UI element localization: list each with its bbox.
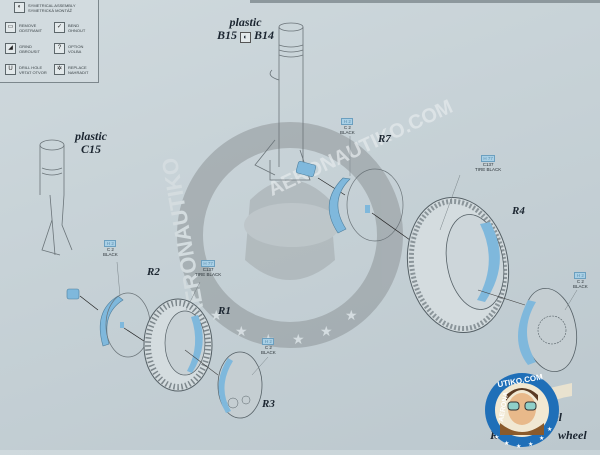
r1-tire	[143, 298, 213, 392]
caption-wheel-2: R	[490, 428, 499, 442]
sheet-top-edge	[250, 0, 600, 3]
part-label-r1: R1	[218, 305, 231, 317]
symmetry-icon: ◐	[240, 32, 252, 43]
svg-text:★: ★	[292, 333, 305, 348]
svg-text:★: ★	[320, 325, 333, 340]
paint-callout-r4: H 77 C137 TIRE BLACK	[475, 155, 502, 172]
svg-text:★: ★	[345, 309, 358, 324]
paint-callout-r3: H 2 C 2 BLACK	[261, 338, 276, 355]
part-label-c15: plastic C15	[75, 129, 107, 156]
part-label-b15-b14: plastic B15 ◐ B14	[217, 15, 275, 43]
part-label-r7: R7	[378, 133, 391, 145]
part-label-r4: R4	[512, 205, 525, 217]
part-label-r3: R3	[262, 398, 275, 410]
r4-hub	[518, 287, 578, 373]
paint-callout-r4-hub: H 2 C 2 BLACK	[573, 272, 588, 289]
svg-text:★: ★	[539, 435, 544, 442]
aeronautiko-badge-logo: ★★★★★★ UTIKO.COM AERONA	[485, 372, 572, 450]
symmetry-icon: ◐	[14, 2, 25, 13]
caption-wheel-3: wheel	[558, 428, 587, 442]
grind-icon: ◢	[5, 43, 16, 54]
paint-callout-r2: H 2 C 2 BLACK	[103, 240, 118, 257]
option-icon: ?	[54, 43, 65, 54]
svg-text:★: ★	[235, 325, 248, 340]
replace-icon: ✲	[54, 64, 65, 75]
paint-callout-r1: H 77 C137 TIRE BLACK	[195, 260, 222, 277]
remove-icon: ▭	[5, 22, 16, 33]
svg-text:★: ★	[504, 440, 509, 447]
paint-callout-r7: H 2 C 2 BLACK	[340, 118, 355, 135]
svg-text:★: ★	[210, 309, 223, 324]
watermark-logo: AERONAUTIKO ★★★ ★★★	[157, 122, 403, 348]
left-strut	[39, 139, 73, 256]
r3-hub	[217, 351, 263, 419]
r4-tire	[406, 196, 510, 334]
center-strut	[254, 22, 311, 181]
svg-text:★: ★	[494, 434, 499, 441]
part-label-r2: R2	[147, 266, 160, 278]
svg-text:★: ★	[547, 426, 552, 433]
drill-hole-icon: U	[5, 64, 16, 75]
svg-text:★: ★	[516, 443, 521, 450]
bend-icon: ✓	[54, 22, 65, 33]
svg-text:★: ★	[528, 441, 533, 448]
svg-text:AERONAUTIKO.COM: AERONAUTIKO.COM	[265, 96, 457, 201]
